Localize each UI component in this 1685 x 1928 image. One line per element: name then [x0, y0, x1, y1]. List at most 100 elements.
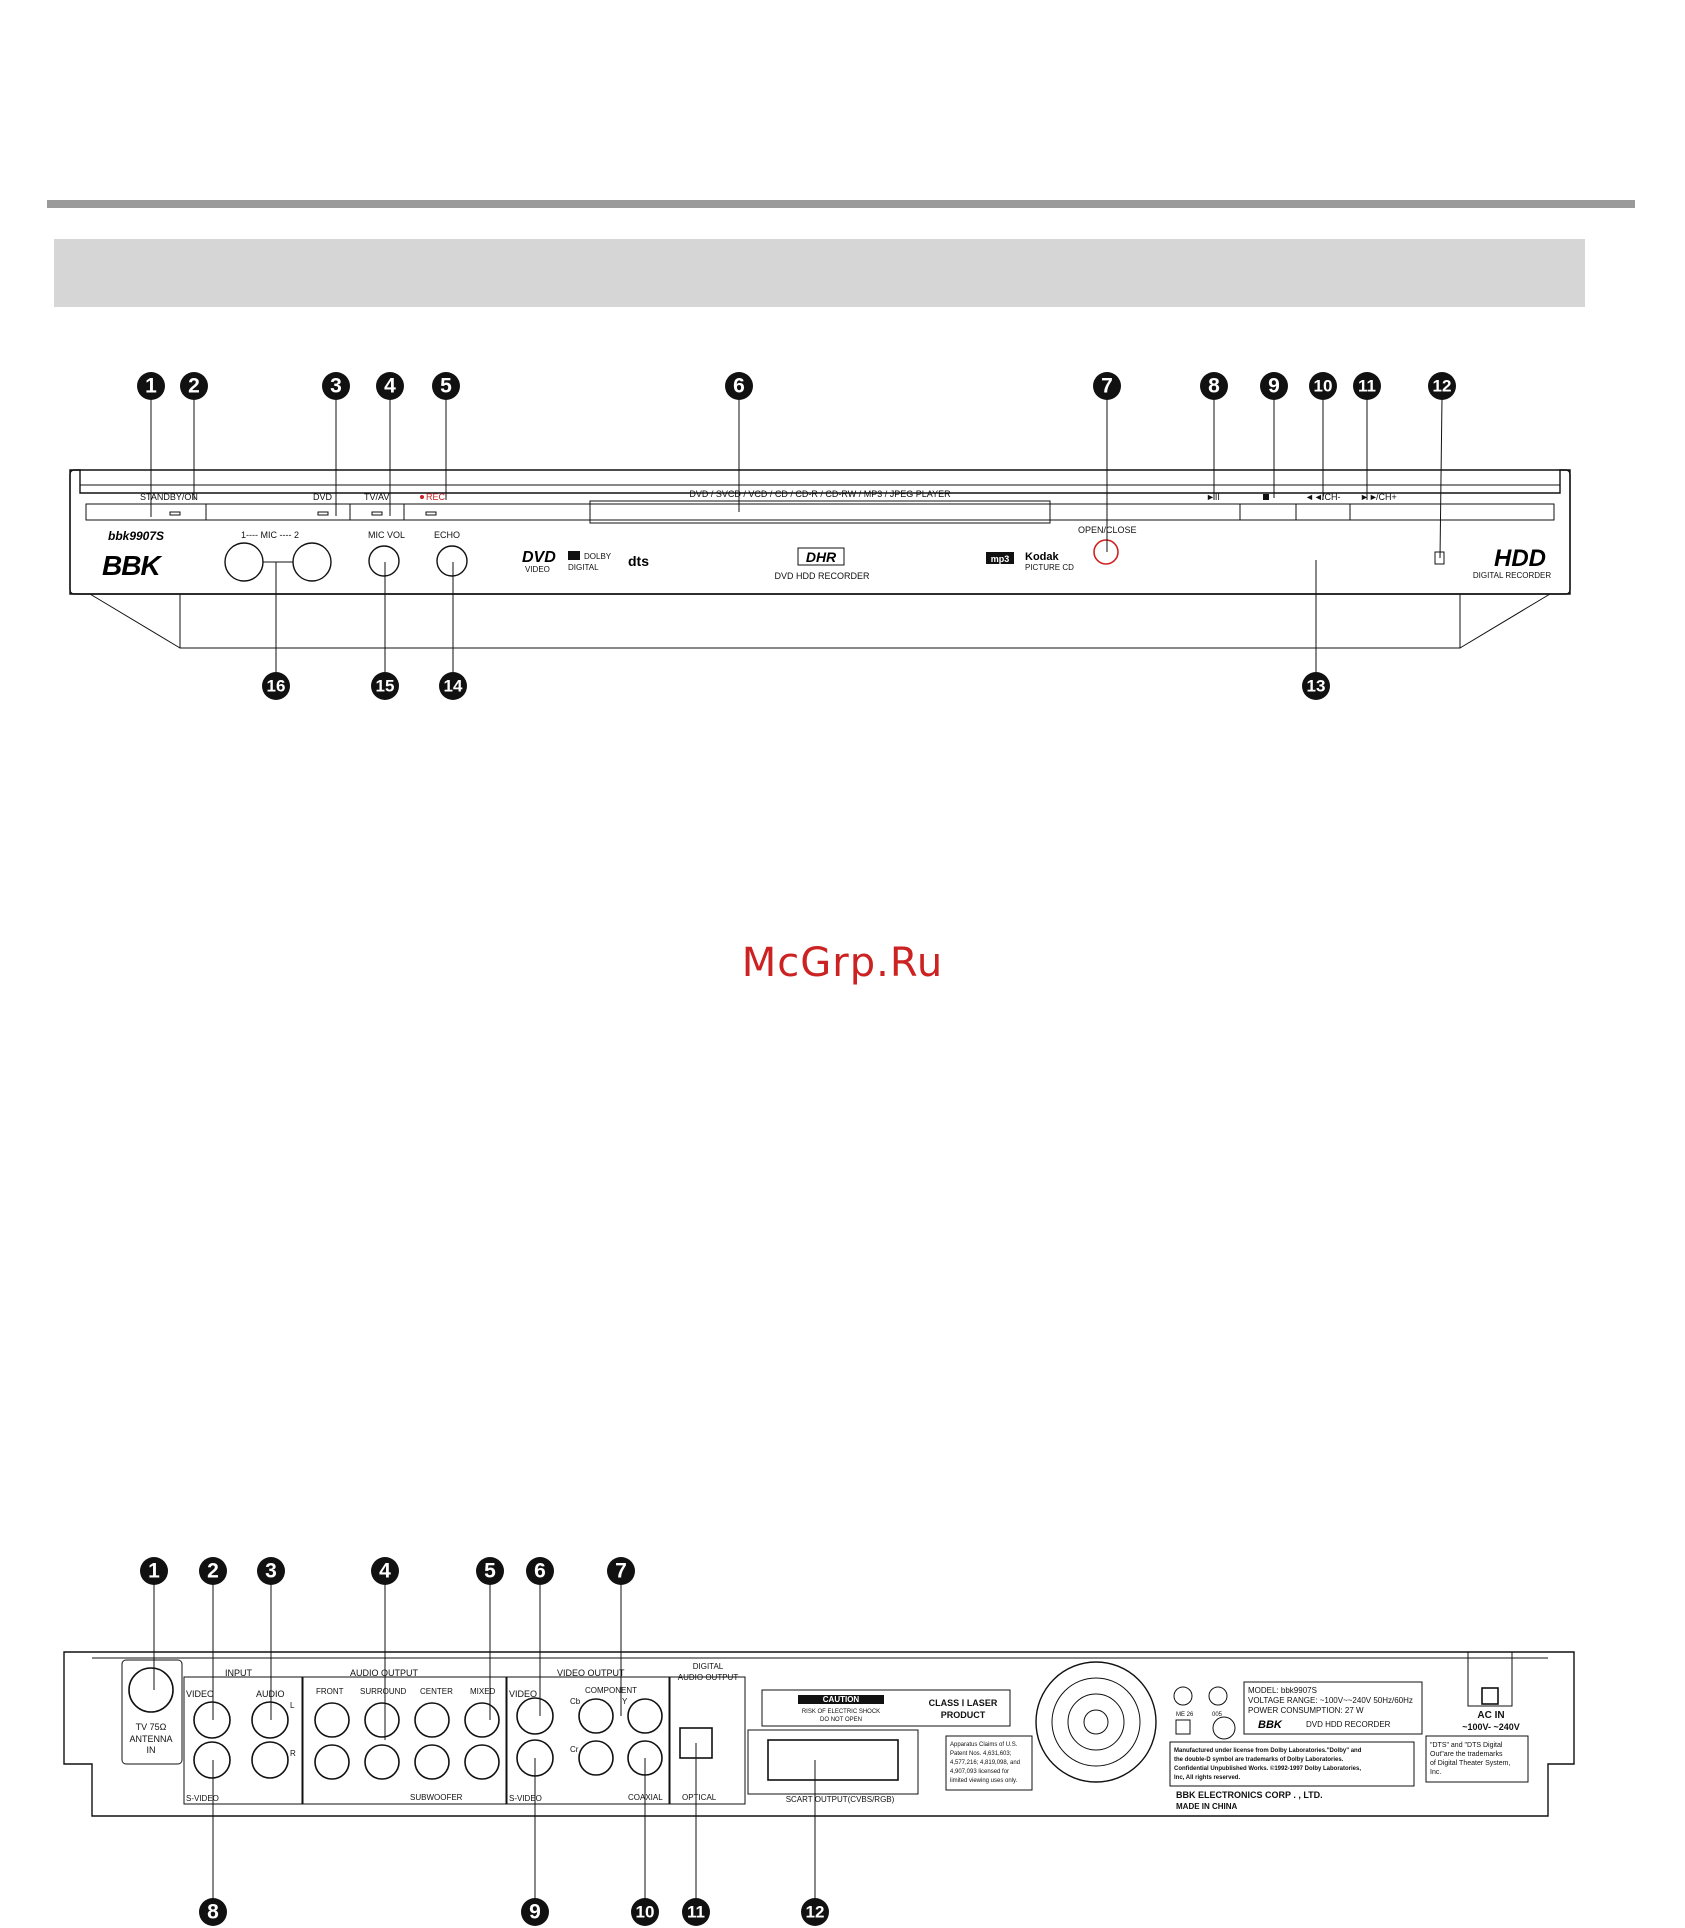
- vo-svideo-label: S-VIDEO: [509, 1794, 542, 1803]
- input-video-label: VIDEO: [186, 1689, 214, 1699]
- svg-text:3: 3: [330, 375, 342, 398]
- cb-jack[interactable]: [578, 1698, 614, 1734]
- watermark: McGrp.Ru: [741, 940, 944, 986]
- antenna-box: [121, 1659, 183, 1765]
- cb-label: Cb: [570, 1697, 581, 1706]
- rec-led: [425, 511, 437, 516]
- svg-text:8: 8: [207, 1901, 219, 1924]
- antenna-label-3: IN: [147, 1745, 156, 1755]
- rating-1: MODEL: bbk9907S: [1248, 1686, 1317, 1695]
- center-jack[interactable]: [414, 1702, 450, 1738]
- mic2-jack[interactable]: [292, 542, 332, 582]
- y-jack[interactable]: [627, 1698, 663, 1734]
- svg-text:1: 1: [148, 1560, 160, 1583]
- dolby-note-box: [1169, 1741, 1415, 1787]
- front-l-jack[interactable]: [314, 1702, 350, 1738]
- svg-text:10: 10: [1314, 377, 1333, 396]
- vo-video-jack[interactable]: [516, 1697, 554, 1735]
- digital-label-1: DIGITAL: [693, 1662, 724, 1671]
- laser-label-1: CLASS Ⅰ LASER: [929, 1698, 998, 1708]
- mixed-r-jack[interactable]: [464, 1744, 500, 1780]
- cert-circle: [1212, 1716, 1236, 1740]
- optical-label: OPTICAL: [682, 1793, 717, 1802]
- surround-label: SURROUND: [360, 1687, 406, 1696]
- rear-leaders: [153, 1584, 816, 1900]
- cr-jack[interactable]: [578, 1740, 614, 1776]
- dolby-mark-icon: [568, 551, 580, 560]
- dolby-note-3: Confidential Unpublished Works. ©1992-19…: [1174, 1765, 1361, 1772]
- next-label: /CH+: [1376, 492, 1397, 502]
- input-l-label: L: [290, 1701, 295, 1710]
- audio-output-label: AUDIO OUTPUT: [350, 1668, 419, 1678]
- rec-dot-icon: [420, 495, 424, 499]
- section-header-band: [54, 239, 1585, 307]
- dolby-note-4: Inc, All rights reserved.: [1174, 1775, 1240, 1781]
- ir-sensor: [1434, 551, 1445, 565]
- button-strip: [85, 503, 1555, 521]
- dts-note-1: "DTS" and "DTS Digital: [1430, 1742, 1503, 1749]
- svg-text:3: 3: [265, 1560, 277, 1583]
- digital-audio-box: [669, 1676, 746, 1805]
- ground-cert-icon: [1208, 1686, 1228, 1706]
- rating-3: POWER CONSUMPTION: 27 W: [1248, 1706, 1364, 1715]
- play-pause-icon: ►II: [1206, 492, 1220, 502]
- mic-vol-knob[interactable]: [368, 545, 400, 577]
- input-label: INPUT: [225, 1668, 253, 1678]
- dolby-note-1: Manufactured under license from Dolby La…: [1174, 1748, 1362, 1754]
- dts-note-4: Inc.: [1430, 1769, 1441, 1776]
- kodak-logo: Kodak: [1025, 551, 1060, 563]
- cr-label: Cr: [570, 1745, 579, 1754]
- input-group-box: [183, 1676, 303, 1805]
- kodak-logo-sub: PICTURE CD: [1025, 563, 1074, 572]
- mic-vol-label: MIC VOL: [368, 530, 405, 540]
- maker-1: BBK ELECTRONICS CORP . , LTD.: [1176, 1790, 1323, 1800]
- patent-1: Apparatus Claims of U.S.: [950, 1742, 1018, 1748]
- dts-note-box: [1425, 1735, 1529, 1783]
- scart-label: SCART OUTPUT(CVBS/RGB): [786, 1795, 895, 1804]
- scart-connector[interactable]: [767, 1739, 899, 1781]
- dts-logo: dts: [628, 553, 649, 569]
- input-audio-r-jack[interactable]: [251, 1741, 289, 1779]
- patent-3: 4,577,216; 4,819,098, and: [950, 1760, 1020, 1766]
- svg-text:10: 10: [636, 1903, 655, 1922]
- input-video-jack[interactable]: [193, 1701, 231, 1739]
- mic1-jack[interactable]: [224, 542, 264, 582]
- surround-l-jack[interactable]: [364, 1702, 400, 1738]
- svg-text:7: 7: [1101, 375, 1113, 398]
- cert-2: 005: [1212, 1712, 1223, 1718]
- model-label: bbk9907S: [108, 529, 164, 543]
- pct-cert-icon: [1173, 1686, 1193, 1706]
- next-icon: ►►: [1360, 492, 1378, 502]
- input-audio-l-jack[interactable]: [251, 1701, 289, 1739]
- svg-text:11: 11: [687, 1903, 705, 1922]
- patent-4: 4,907,093 licensed for: [950, 1769, 1009, 1775]
- input-audio-label: AUDIO: [256, 1689, 285, 1699]
- caution-label: CAUTION: [823, 1695, 860, 1704]
- echo-knob[interactable]: [436, 545, 468, 577]
- front-panel-figure: STANDBY/ON DVD TV/AV REC DVD / SVCD / VC…: [69, 372, 1571, 700]
- open-close-button[interactable]: [1093, 539, 1119, 565]
- front-r-jack[interactable]: [314, 1744, 350, 1780]
- subwoofer-label: SUBWOOFER: [410, 1793, 463, 1802]
- rec-label: REC: [426, 492, 446, 502]
- stop-icon: [1263, 494, 1269, 500]
- cert-1: ME 26: [1176, 1712, 1194, 1718]
- mp3-logo-bg: [986, 552, 1014, 564]
- surround-r-jack[interactable]: [364, 1744, 400, 1780]
- audio-output-box: [302, 1676, 507, 1805]
- mixed-l-jack[interactable]: [464, 1702, 500, 1738]
- input-svideo-jack[interactable]: [193, 1741, 231, 1779]
- dts-note-2: Out"are the trademarks: [1430, 1751, 1503, 1758]
- base-slope-l: [89, 593, 181, 649]
- fan-ring-1: [1051, 1677, 1141, 1767]
- disc-tray[interactable]: [589, 500, 1051, 524]
- svg-text:13: 13: [1307, 677, 1326, 696]
- tvav-label: TV/AV: [364, 492, 389, 502]
- subwoofer-jack[interactable]: [414, 1744, 450, 1780]
- caution-sub-2: DO NOT OPEN: [820, 1717, 862, 1723]
- dvd-label: DVD: [313, 492, 333, 502]
- antenna-jack[interactable]: [128, 1667, 174, 1713]
- ac-in-socket[interactable]: [1481, 1687, 1499, 1705]
- svg-text:9: 9: [1268, 375, 1280, 398]
